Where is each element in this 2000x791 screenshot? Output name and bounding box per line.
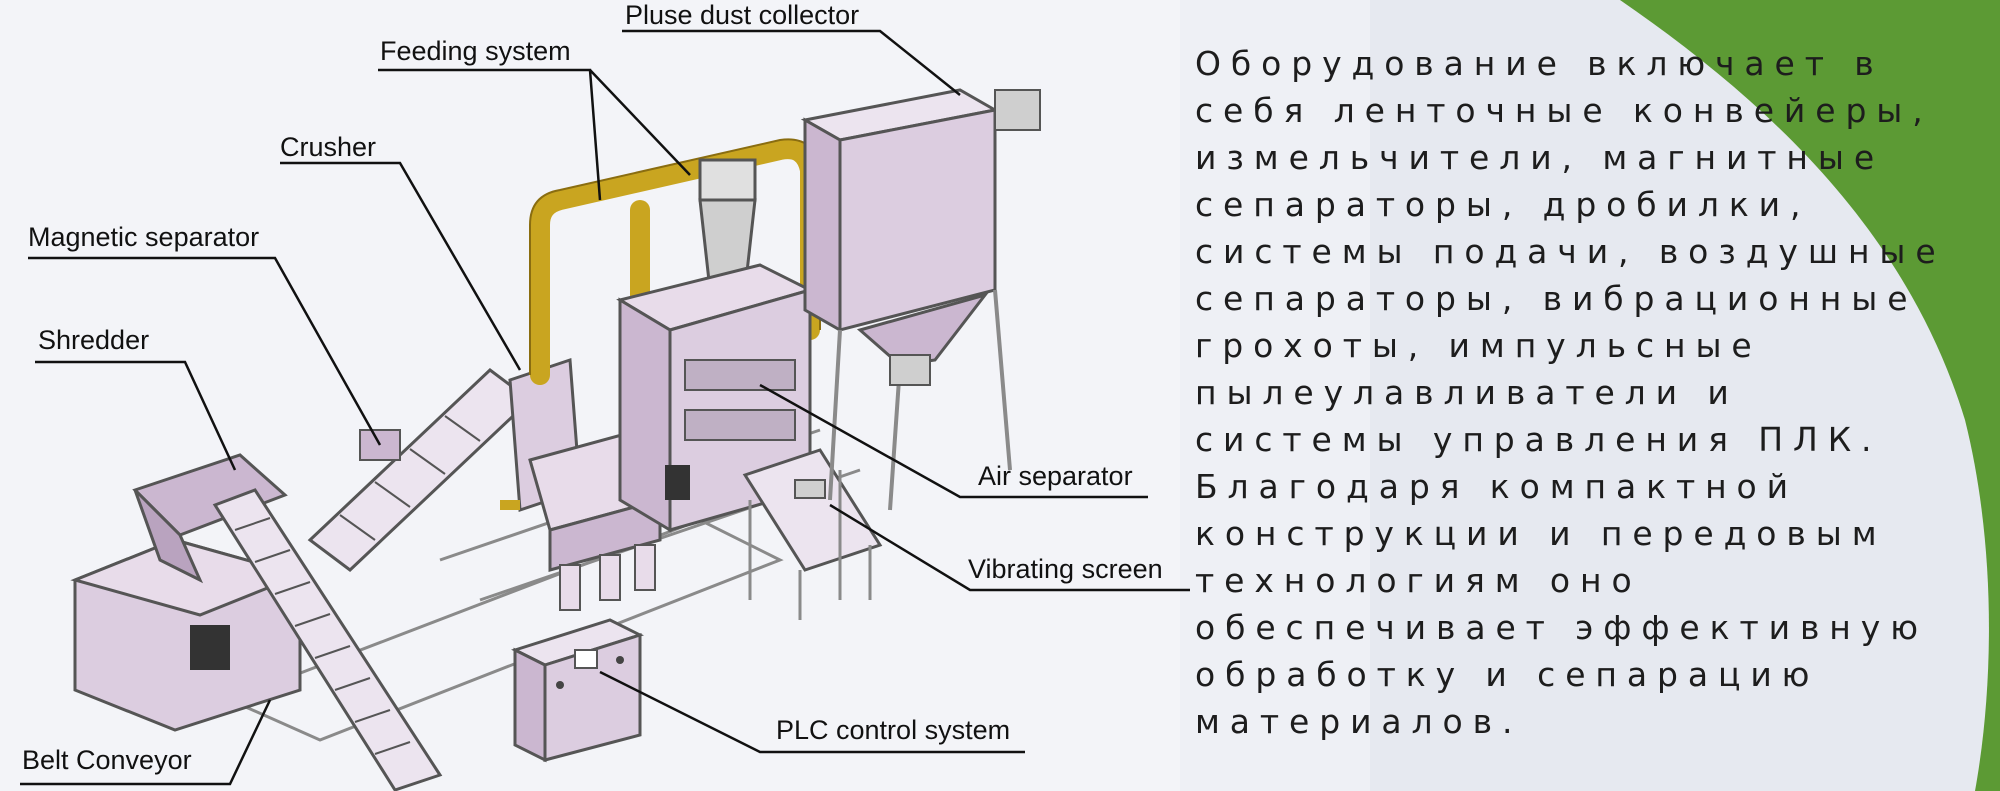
- description-line: обработку и сепарацию: [1195, 655, 1820, 694]
- pulse-dust-collector-unit: [800, 88, 1041, 511]
- label-crusher: Crusher: [280, 132, 377, 162]
- leader-feeding-system: [378, 68, 691, 201]
- description-line: системы подачи, воздушные: [1195, 232, 1946, 271]
- label-plc-control-system: PLC control system: [776, 715, 1011, 745]
- leader-plc-control-system: [599, 670, 1025, 754]
- label-feeding-system: Feeding system: [380, 36, 571, 66]
- panel-transition: [1180, 0, 1370, 791]
- exhaust-fan: [994, 89, 1041, 131]
- base-frame: [226, 518, 784, 742]
- plc-cabinet: [511, 618, 644, 763]
- label-air-separator: Air separator: [978, 461, 1133, 491]
- label-vibrating-screen: Vibrating screen: [968, 554, 1163, 584]
- shredder-unit: [70, 453, 305, 732]
- description-line: системы управления ПЛК.: [1195, 420, 1882, 459]
- shredder-vent: [190, 625, 230, 670]
- leader-vibrating-screen: [829, 503, 1190, 592]
- leader-belt-conveyor: [20, 699, 272, 786]
- description-line: обеспечивает эффективную: [1195, 608, 1928, 647]
- description-line: сепараторы, дробилки,: [1195, 185, 1811, 224]
- leader-crusher: [280, 161, 522, 371]
- leader-pulse-dust-collector: [622, 29, 961, 96]
- description-line: пылеулавливатели и: [1195, 373, 1739, 412]
- leader-air-separator: [759, 383, 1148, 499]
- vibrating-screen-unit: [742, 448, 883, 620]
- label-pulse-dust-collector: Pluse dust collector: [625, 0, 860, 30]
- leader-magnetic-separator: [28, 256, 382, 446]
- description-line: Оборудование включает в: [1195, 44, 1884, 83]
- description-line: технологиям оно: [1195, 561, 1642, 600]
- label-shredder: Shredder: [38, 325, 150, 355]
- leader-shredder: [35, 360, 237, 471]
- leader-lines: [20, 29, 1190, 786]
- description-line: грохоты, импульсные: [1195, 326, 1762, 365]
- label-belt-conveyor: Belt Conveyor: [22, 745, 192, 775]
- description-line: конструкции и передовым: [1195, 514, 1887, 553]
- description-line: себя ленточные конвейеры,: [1195, 91, 1933, 130]
- description-line: Благодаря компактной: [1195, 467, 1798, 506]
- label-magnetic-separator: Magnetic separator: [28, 222, 260, 252]
- description-line: сепараторы, вибрационные: [1195, 279, 1918, 318]
- equipment-description: Оборудование включает в себя ленточные к…: [1195, 40, 1995, 745]
- description-line: материалов.: [1195, 702, 1523, 741]
- light-curved-panel: [1370, 0, 1989, 791]
- belt-conveyor-unit: [212, 488, 443, 791]
- description-line: измельчители, магнитные: [1195, 138, 1885, 177]
